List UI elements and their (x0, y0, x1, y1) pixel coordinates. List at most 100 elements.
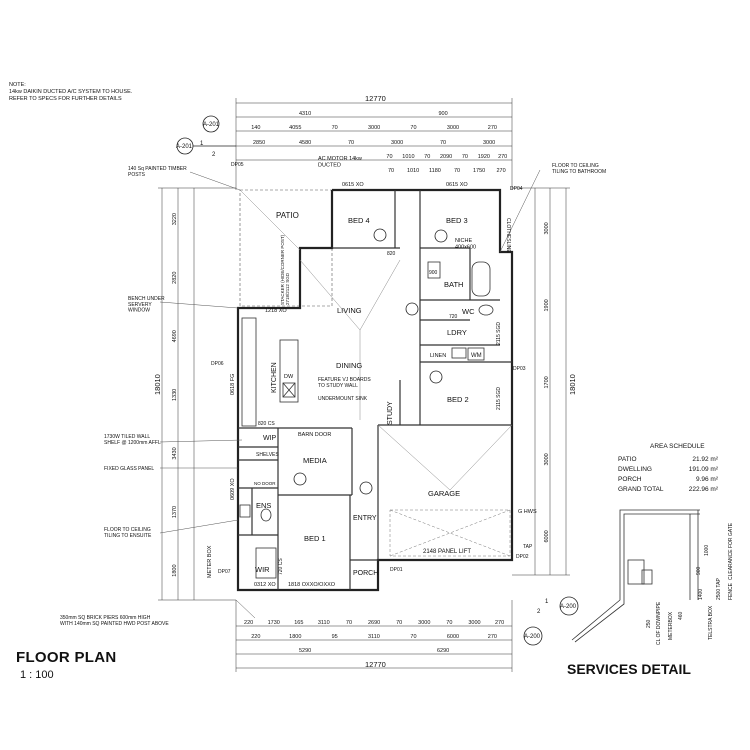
door-720cs: 720 CS (278, 558, 284, 575)
wm-label: WM (471, 353, 482, 359)
dimension-value: 70 (454, 168, 460, 174)
dimension-value: 6000 (544, 530, 550, 542)
window-0312: 0312 XO (254, 582, 276, 588)
dimension-value: 4055 (289, 125, 301, 131)
schedule-name: DWELLING (618, 466, 652, 473)
services-clearance: CLEARANCE FOR GATE (728, 522, 734, 580)
dimension-value: 70 (410, 634, 416, 640)
dimension-value: 2850 (253, 140, 265, 146)
overall-height-left: 18010 (153, 374, 162, 395)
dimension-value: 2690 (368, 620, 380, 626)
ghws-label: G HWS (518, 509, 537, 515)
dimension-value: 140 (251, 125, 260, 131)
overall-height-right: 18010 (568, 374, 577, 395)
dimension-value: 220 (251, 634, 260, 640)
dim-bottom-row3: 5290 6290 (299, 648, 449, 654)
services-detail-drawing (571, 509, 700, 643)
door-2115b: 2115 SGD (496, 387, 502, 410)
dining-label: DINING (336, 361, 362, 370)
services-meter: METERBOX (668, 611, 674, 640)
schedule-value: 191.09 m² (688, 466, 718, 473)
undermount-label: UNDERMOUNT SINK (318, 396, 368, 402)
dimension-value: 70 (440, 140, 446, 146)
bed1-label: BED 1 (304, 534, 326, 543)
ldry-label: LDRY (447, 328, 467, 337)
section-top-num2: 2 (212, 152, 216, 158)
dimension-value: 3000 (447, 125, 459, 131)
dimension-value: 3000 (483, 140, 495, 146)
window-0618: 0618 FG (230, 374, 236, 395)
dimension-value: 220 (244, 620, 253, 626)
dimension-value: 165 (294, 620, 303, 626)
section-right-num1: 1 (545, 599, 549, 605)
floor-plan-title: FLOOR PLAN (16, 649, 117, 666)
dimension-value: 6290 (437, 648, 449, 654)
dimension-value: 6000 (447, 634, 459, 640)
section-top-num1: 1 (200, 141, 204, 147)
dimension-value: 70 (332, 125, 338, 131)
dp07: DP07 (218, 569, 231, 575)
dimension-value: 1750 (473, 168, 485, 174)
section-right-id-2: A-200 (524, 634, 541, 640)
ceiling-lines (239, 189, 513, 491)
right-dimension-lines (512, 187, 570, 576)
dp02: DP02 (516, 554, 529, 560)
dimension-value: 270 (498, 154, 507, 160)
porch-label: PORCH (353, 570, 378, 577)
dimension-value: 3000 (544, 222, 550, 234)
overall-width-bottom: 12770 (365, 660, 386, 669)
living-label: LIVING (337, 306, 362, 315)
dimension-value: 3000 (418, 620, 430, 626)
bed3-label: BED 3 (446, 216, 468, 225)
wip-label: WIP (263, 435, 277, 442)
dimension-value: 5290 (299, 648, 311, 654)
dimension-value: 3000 (368, 125, 380, 131)
services-dimension: 2500 TAP (716, 578, 722, 600)
schedule-value: 222.96 m² (688, 486, 718, 493)
dimension-value: 70 (388, 168, 394, 174)
dimension-value: 3000 (544, 453, 550, 465)
window-0615b: 0615 XO (446, 182, 468, 188)
bed4-label: BED 4 (348, 216, 370, 225)
services-dimension: 900 (696, 566, 702, 575)
dimension-value: 1370 (172, 506, 178, 518)
dimension-value: 1730 (268, 620, 280, 626)
dp06: DP06 (211, 361, 224, 367)
dp01: DP01 (390, 567, 403, 573)
dimension-value: 900 (439, 111, 448, 117)
top-dimension-lines (235, 98, 513, 190)
dimension-value: 3000 (468, 620, 480, 626)
dimension-value: 1010 (407, 168, 419, 174)
services-detail-title: SERVICES DETAIL (567, 661, 691, 677)
section-marker-top (176, 115, 236, 155)
meter-box-label: METER BOX (207, 545, 213, 578)
dimension-value: 1180 (429, 168, 441, 174)
internal-walls (238, 190, 512, 590)
bath-label: BATH (444, 280, 463, 289)
bath-fixtures (239, 261, 494, 579)
dimension-value: 70 (424, 154, 430, 160)
dimension-value: 1330 (172, 389, 178, 401)
dimension-value: 1700 (544, 376, 550, 388)
barn-door-label: BARN DOOR (298, 432, 331, 438)
services-downpipe: CL OF DOWNPIPE (656, 601, 662, 645)
dimension-value: 4690 (172, 330, 178, 342)
window-1818: 1818 OXXO/OXXO (288, 582, 336, 588)
dimension-value: 4580 (299, 140, 311, 146)
bed2-label: BED 2 (447, 395, 469, 404)
dimension-value: 70 (410, 125, 416, 131)
dimension-value: 3000 (391, 140, 403, 146)
kitchen-benches (241, 317, 299, 427)
wir-label: WIR (255, 565, 270, 574)
